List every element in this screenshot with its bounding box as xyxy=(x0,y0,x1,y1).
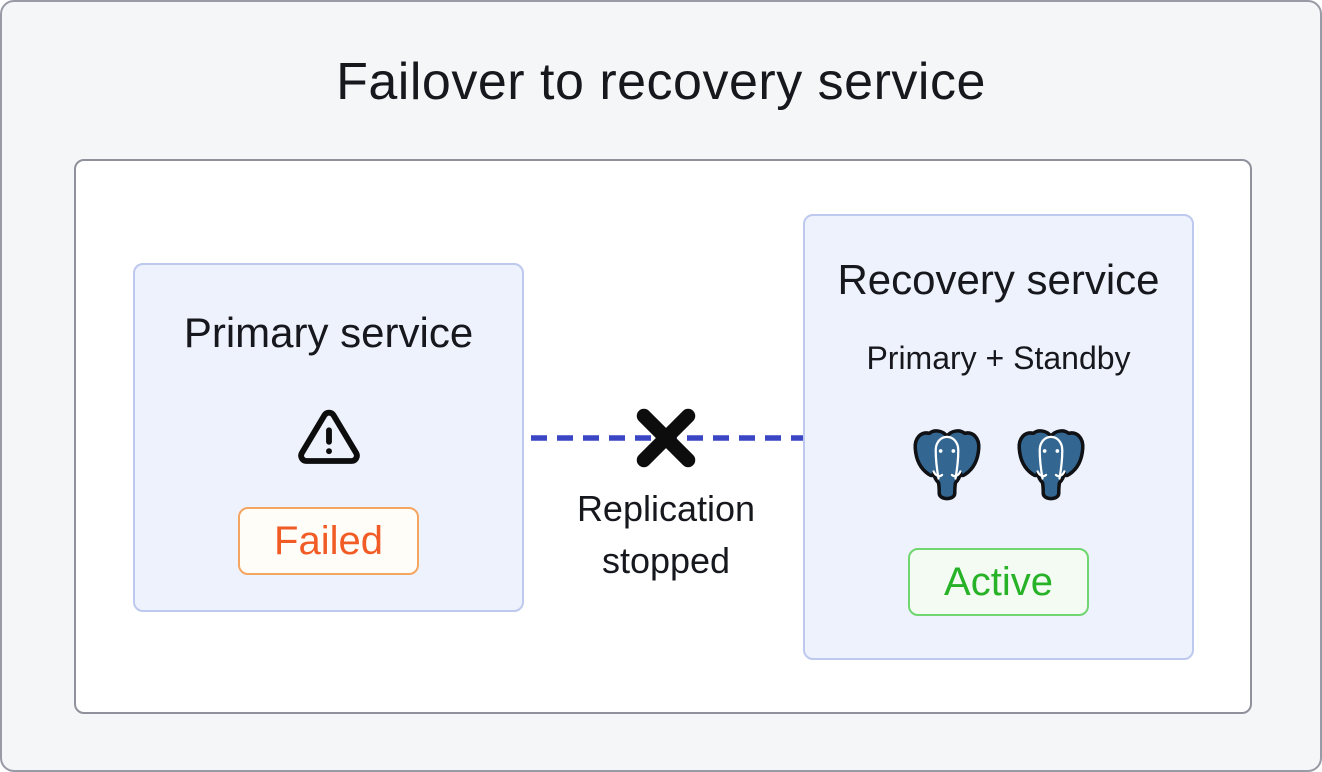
postgres-instances xyxy=(911,427,1087,506)
recovery-service-title: Recovery service xyxy=(837,256,1160,303)
primary-service-card: Primary service Failed xyxy=(133,263,524,612)
diagram-panel: Primary service Failed Replication stopp… xyxy=(74,159,1252,714)
active-status-badge: Active xyxy=(908,548,1089,616)
page-title: Failover to recovery service xyxy=(336,53,986,111)
replication-stopped-label: Replication stopped xyxy=(576,488,756,582)
x-cross-icon xyxy=(636,408,696,468)
primary-service-title: Primary service xyxy=(183,309,474,356)
postgresql-elephant-icon xyxy=(912,429,981,501)
recovery-service-subtitle: Primary + Standby xyxy=(866,340,1131,376)
recovery-service-card: Recovery service Primary + Standby xyxy=(803,214,1194,660)
postgresql-elephant-icon xyxy=(1016,429,1085,501)
failed-status-badge: Failed xyxy=(238,507,419,575)
warning-triangle-icon xyxy=(297,409,360,464)
